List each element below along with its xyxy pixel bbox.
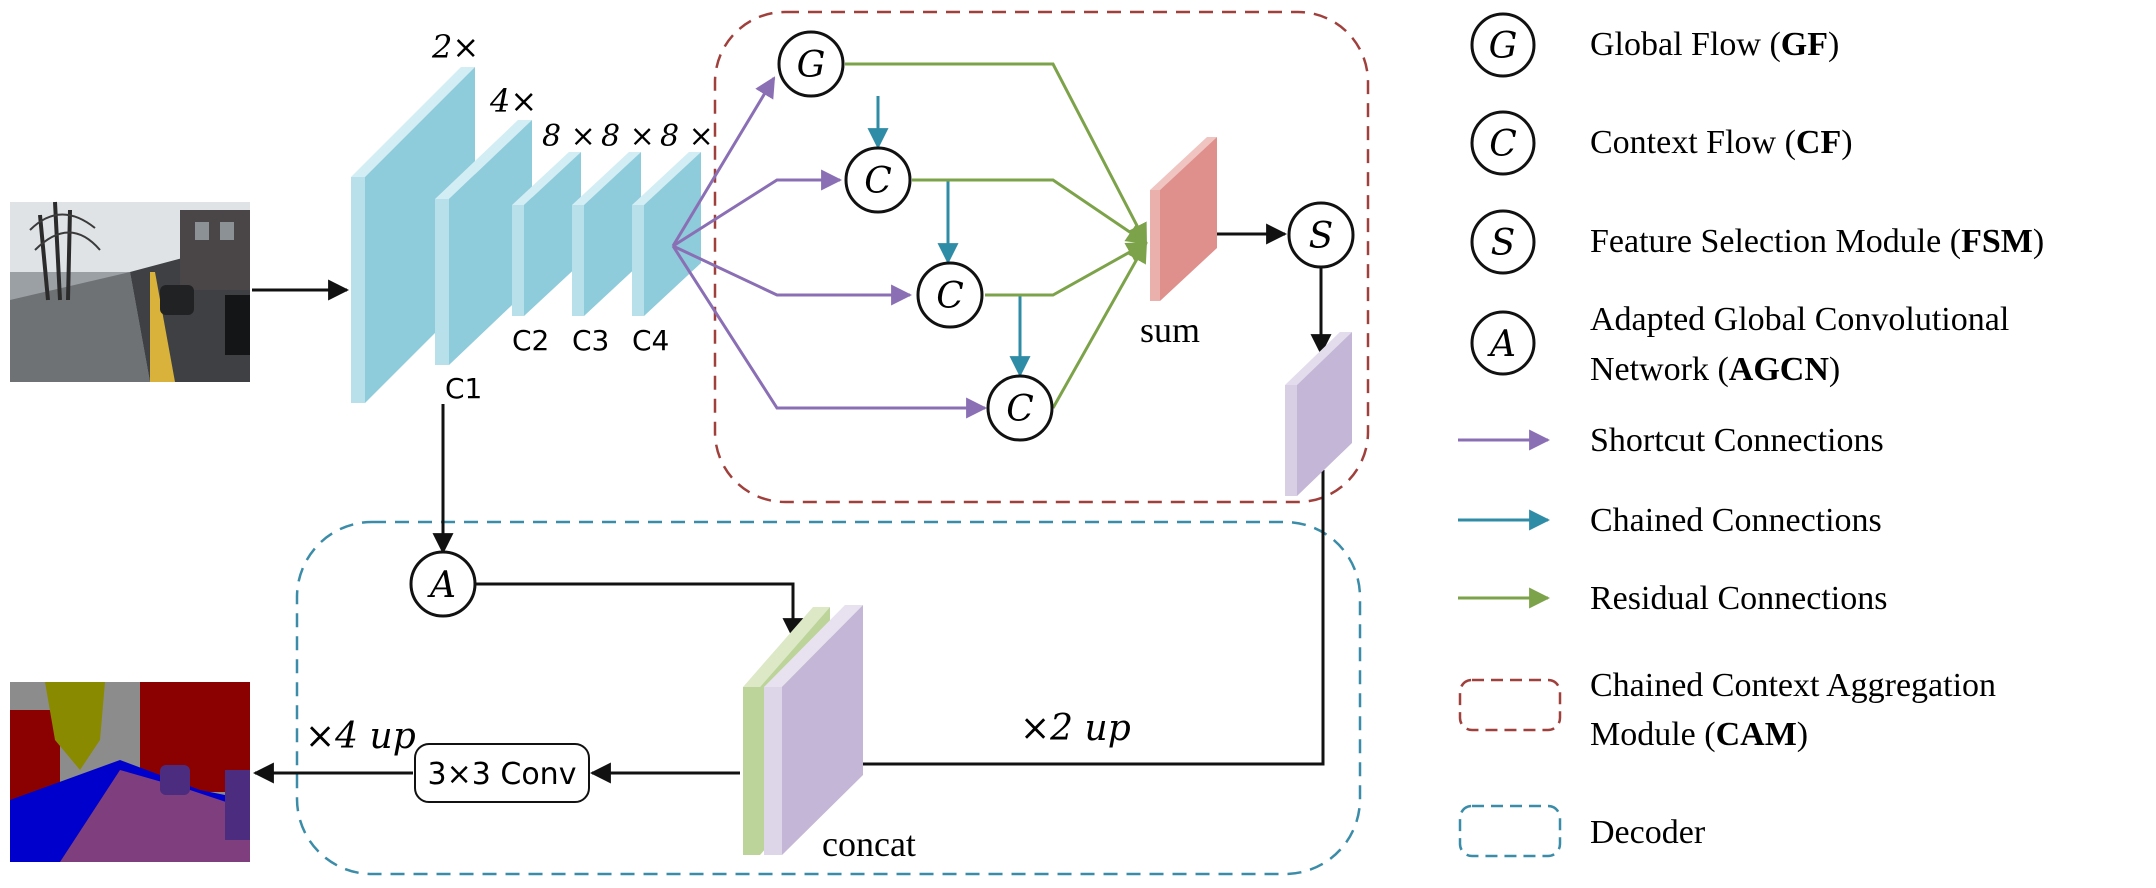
encoder-block-8x-2 xyxy=(572,152,641,205)
svg-text:C: C xyxy=(864,161,892,202)
stage-label-c1: C1 xyxy=(445,372,482,405)
encoder-block-8x-3 xyxy=(632,152,701,205)
concat-feature-map xyxy=(743,605,863,855)
up2-label: ×2 up xyxy=(1020,708,1131,749)
node-context-flow-3: C xyxy=(986,374,1054,442)
encoder-block-2x xyxy=(351,67,475,177)
svg-text:Feature Selection Module (FSM): Feature Selection Module (FSM) xyxy=(1590,223,2044,260)
stage-label-c4: C4 xyxy=(632,324,669,357)
legend-item-shortcut: Shortcut Connections xyxy=(1458,422,1884,459)
input-image xyxy=(10,201,250,382)
encoder-block-4x xyxy=(435,120,532,199)
svg-text:Decoder: Decoder xyxy=(1590,814,1706,851)
svg-text:Network (AGCN): Network (AGCN) xyxy=(1590,351,1840,388)
svg-text:C: C xyxy=(936,276,964,317)
node-agcn: A xyxy=(409,550,477,618)
svg-text:S: S xyxy=(1309,216,1334,257)
up4-label: ×4 up xyxy=(305,716,416,757)
svg-text:Chained Context Aggregation: Chained Context Aggregation xyxy=(1590,667,1996,704)
legend-item-decoder: Decoder xyxy=(1458,804,1706,858)
svg-text:C: C xyxy=(1006,389,1034,430)
svg-text:Context Flow (CF): Context Flow (CF) xyxy=(1590,124,1853,161)
svg-text:Global Flow (GF): Global Flow (GF) xyxy=(1590,26,1839,63)
node-fsm: S xyxy=(1287,201,1355,269)
scale-label-8x-2: 8 × xyxy=(601,119,655,154)
stage-label-c2: C2 xyxy=(512,324,549,357)
node-context-flow-1: C xyxy=(844,146,912,214)
residual-connections xyxy=(845,62,1148,409)
cam-region xyxy=(713,10,1370,504)
decoder-region xyxy=(295,520,1362,876)
conv-label: 3×3 Conv xyxy=(428,757,577,792)
legend-item-fsm: S Feature Selection Module (FSM) xyxy=(1470,209,2044,275)
legend-item-agcn: A Adapted Global Convolutional Network (… xyxy=(1470,301,2009,388)
legend-item-chained: Chained Connections xyxy=(1458,502,1882,539)
scale-label-8x-1: 8 × xyxy=(542,119,596,154)
svg-text:C: C xyxy=(1489,124,1517,165)
scale-label-8x-3: 8 × xyxy=(660,119,714,154)
stage-label-c3: C3 xyxy=(572,324,609,357)
shortcut-connections xyxy=(671,76,988,419)
conv-box xyxy=(414,743,590,803)
scale-label-4x: 4× xyxy=(489,82,537,120)
encoder-blocks xyxy=(351,67,701,403)
node-global-flow: G xyxy=(777,30,845,98)
svg-text:A: A xyxy=(427,565,456,606)
arrow-agcn-to-concat xyxy=(475,582,804,640)
svg-text:Residual Connections: Residual Connections xyxy=(1590,580,1887,617)
concat-label: concat xyxy=(822,824,916,864)
legend-item-cam: Chained Context Aggregation Module (CAM) xyxy=(1458,667,1996,753)
svg-text:S: S xyxy=(1491,223,1516,264)
svg-text:Shortcut Connections: Shortcut Connections xyxy=(1590,422,1884,459)
svg-text:G: G xyxy=(797,45,826,86)
arrow-up2-to-concat xyxy=(837,470,1325,775)
scale-label-2x: 2× xyxy=(431,28,479,66)
legend-item-context-flow: C Context Flow (CF) xyxy=(1470,110,1853,176)
legend-item-global-flow: G Global Flow (GF) xyxy=(1470,12,1839,78)
svg-text:A: A xyxy=(1487,324,1516,365)
svg-text:Chained Connections: Chained Connections xyxy=(1590,502,1882,539)
output-segmentation xyxy=(10,682,250,862)
svg-text:G: G xyxy=(1489,26,1518,67)
sum-label: sum xyxy=(1140,310,1200,350)
node-context-flow-2: C xyxy=(916,261,984,329)
encoder-block-8x-1 xyxy=(512,152,581,205)
fsm-output-feature-map xyxy=(1285,332,1352,496)
legend: G Global Flow (GF) C Context Flow (CF) S… xyxy=(1458,12,2044,858)
svg-text:Adapted Global Convolutional: Adapted Global Convolutional xyxy=(1590,301,2009,338)
svg-text:Module (CAM): Module (CAM) xyxy=(1590,716,1808,753)
chained-connections xyxy=(867,96,1031,378)
sum-feature-map xyxy=(1150,137,1217,301)
legend-item-residual: Residual Connections xyxy=(1458,580,1887,617)
